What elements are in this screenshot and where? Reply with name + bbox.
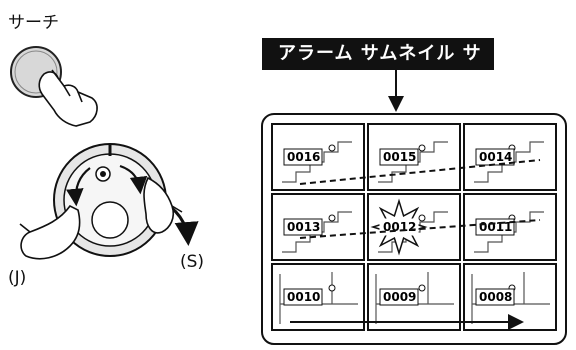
thumbnail-number: 0015: [383, 150, 416, 164]
thumbnail-cell[interactable]: 0013: [271, 193, 365, 261]
thumbnail-number: 0010: [287, 290, 320, 304]
thumbnail-cell[interactable]: 0009: [367, 263, 461, 331]
thumbnail-cell[interactable]: 0008: [463, 263, 557, 331]
sequence-dashed-line: [299, 219, 541, 239]
thumbnail-cell[interactable]: 0010: [271, 263, 365, 331]
thumbnail-number: 0012: [383, 220, 416, 234]
thumbnail-cell[interactable]: 0012: [367, 193, 461, 261]
thumbnail-number: 0014: [479, 150, 512, 164]
jog-dial[interactable]: [91, 166, 129, 239]
thumbnail-number: 0011: [479, 220, 512, 234]
thumbnail-cell[interactable]: 0014: [463, 123, 557, 191]
right-hand-icon: [143, 176, 183, 234]
person-icon: [328, 144, 336, 152]
person-icon: [328, 284, 336, 292]
left-hand-icon: [19, 204, 81, 260]
thumbnail-cell[interactable]: 0011: [463, 193, 557, 261]
pressing-hand-icon: [38, 69, 98, 127]
screen-title-bar: アラーム サムネイル サーチ: [262, 38, 494, 96]
thumbnail-number: 0008: [479, 290, 512, 304]
person-icon: [328, 214, 336, 222]
thumbnail-grid: 0016 0015 0014 0013 0012 0011 0010 0009 0008: [271, 123, 557, 331]
thumbnail-number: 0016: [287, 150, 320, 164]
person-icon: [418, 144, 426, 152]
search-button-label: サーチ: [8, 13, 59, 33]
thumbnail-cell[interactable]: 0015: [367, 123, 461, 191]
person-icon: [418, 284, 426, 292]
sequence-dashed-line: [299, 159, 541, 185]
thumbnail-number: 0009: [383, 290, 416, 304]
person-icon: [418, 214, 426, 222]
thumbnail-cell[interactable]: 0016: [271, 123, 365, 191]
jog-label: (J): [8, 268, 27, 288]
thumbnail-number: 0013: [287, 220, 320, 234]
shuttle-label: (S): [180, 252, 205, 272]
